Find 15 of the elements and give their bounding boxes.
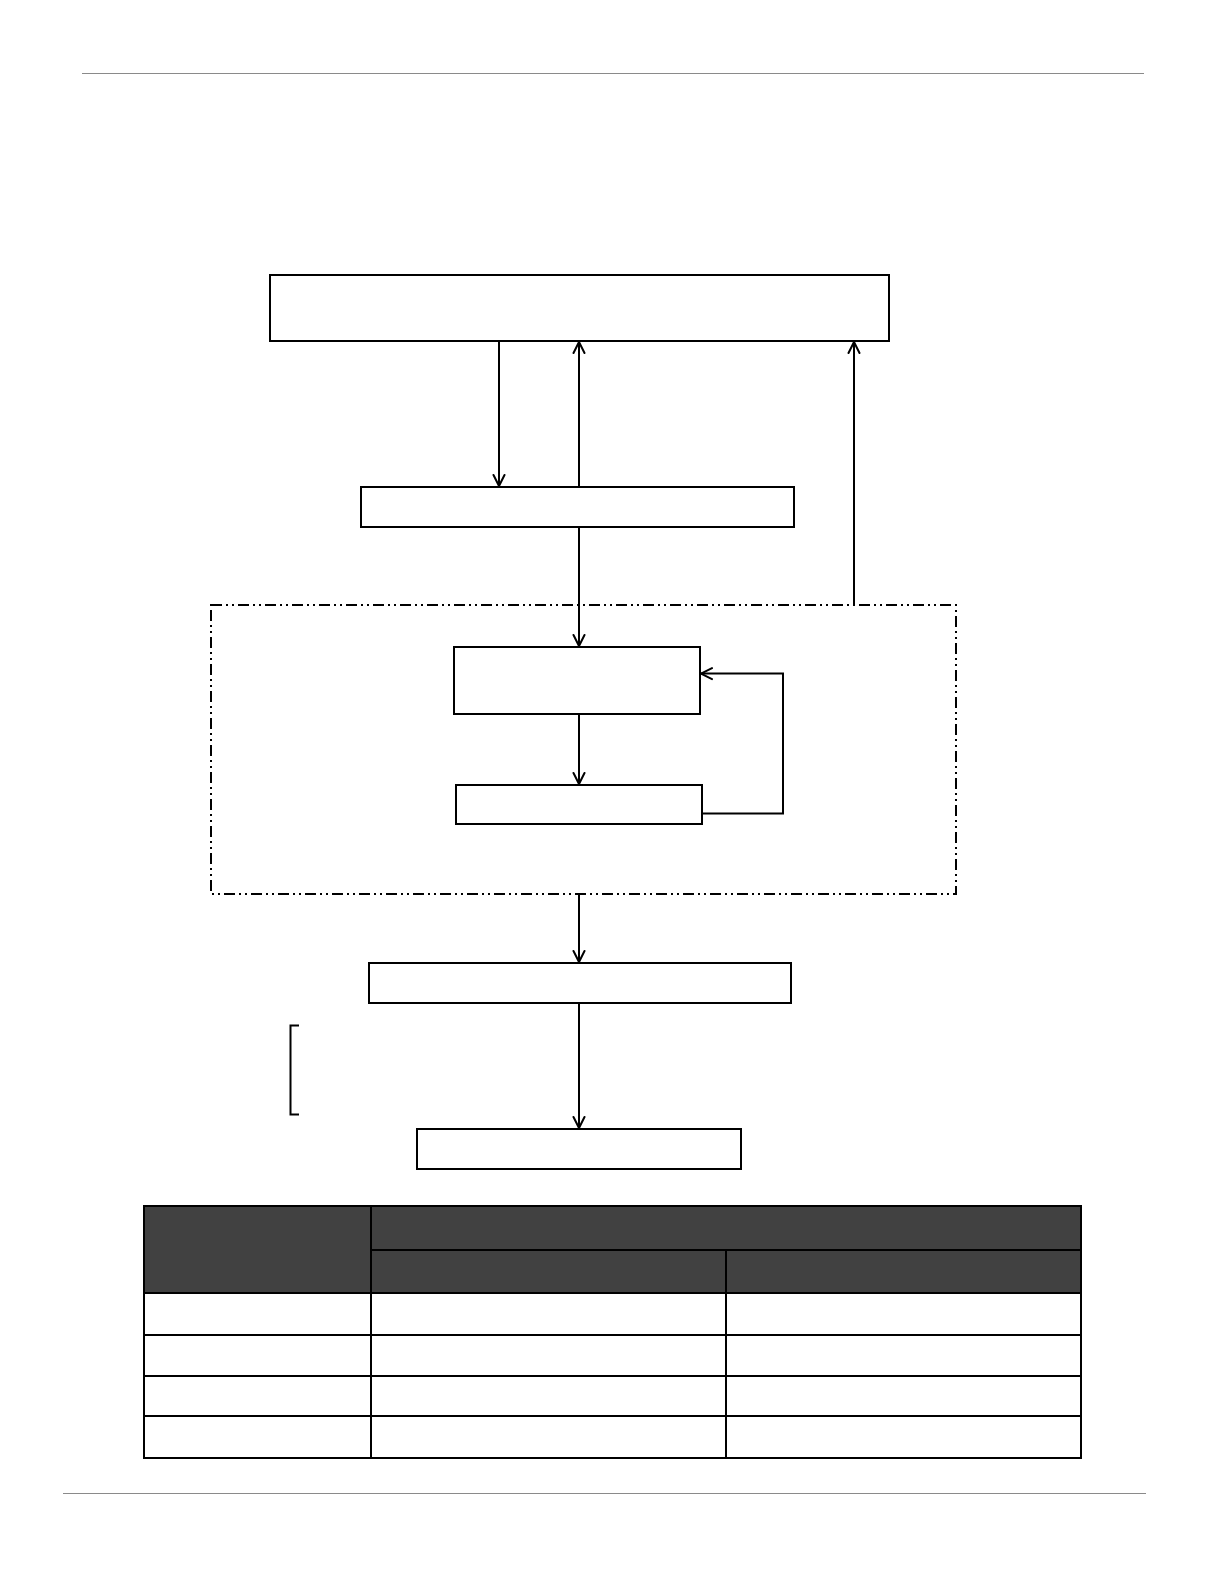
empty-box xyxy=(360,486,795,528)
arrow xyxy=(572,341,586,487)
dash-dot-frame xyxy=(210,604,957,895)
empty-box xyxy=(455,784,703,825)
empty-box xyxy=(453,646,701,715)
arrow xyxy=(572,527,586,647)
arrow xyxy=(572,1003,586,1129)
empty-box xyxy=(416,1128,742,1170)
arrow xyxy=(847,341,861,605)
arrow xyxy=(492,341,506,487)
arrow xyxy=(572,714,586,785)
empty-box xyxy=(269,274,890,342)
arrow xyxy=(572,894,586,963)
empty-box xyxy=(368,962,792,1004)
arrow xyxy=(700,667,784,815)
